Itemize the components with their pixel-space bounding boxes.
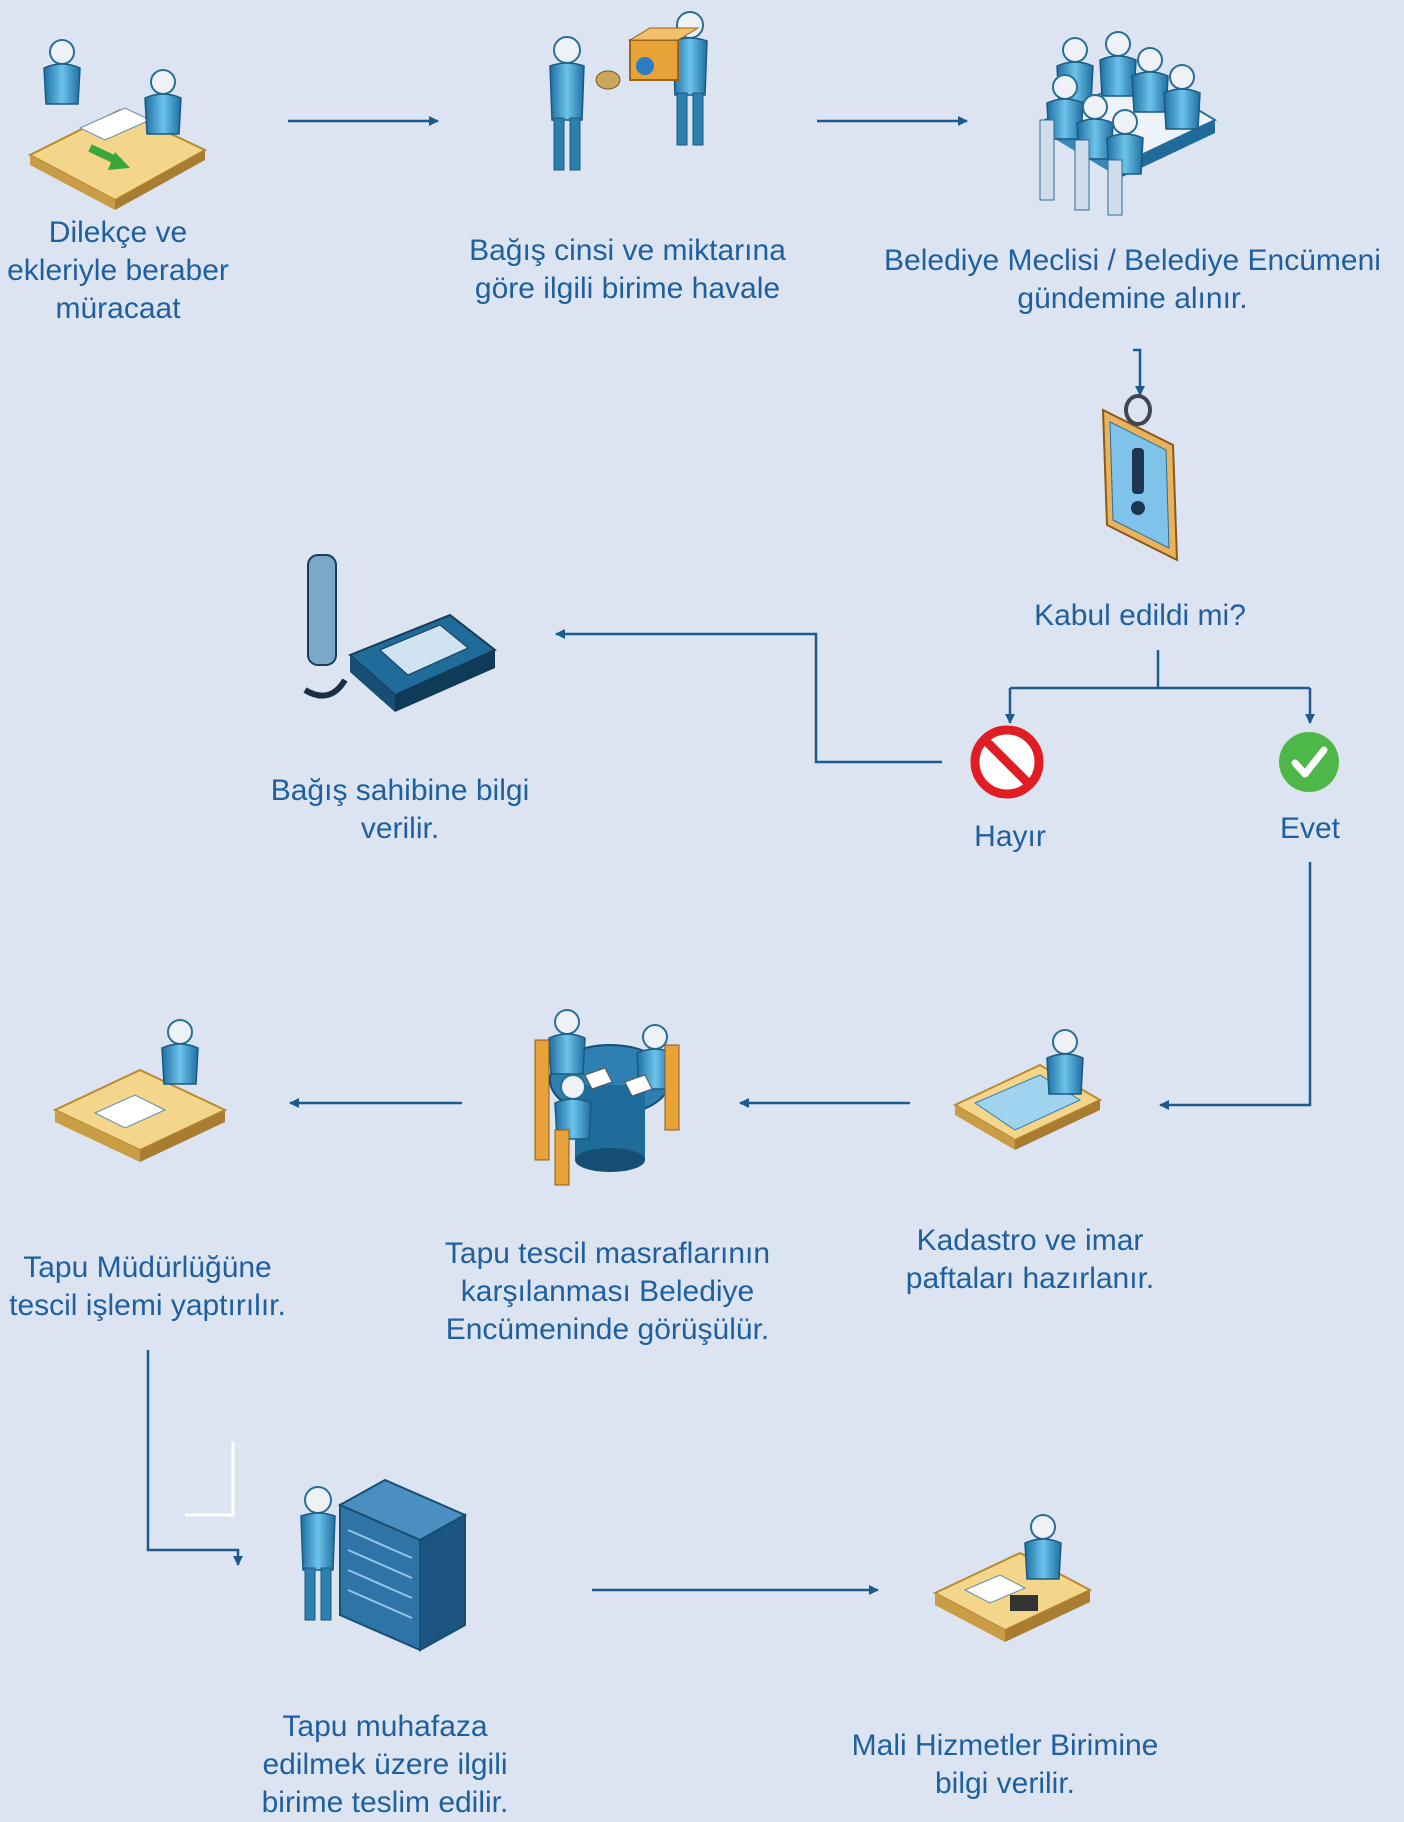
step-archive-label: Tapu muhafaza edilmek üzere ilgili birim… [261, 1710, 509, 1819]
arrow-yes-to-cadastre [1159, 862, 1312, 1110]
step-finance-label: Mali Hizmetler Birimine bilgi verilir. [851, 1729, 1159, 1800]
step-registry-label: Tapu Müdürlüğüne tescil işlemi yaptırılı… [9, 1251, 286, 1322]
server-rack-icon [300, 1478, 468, 1652]
decision-label: Kabul edildi mi? [1034, 599, 1246, 632]
arrow-registry-to-archive [146, 1350, 243, 1566]
clipboard-exclamation-icon [1101, 394, 1179, 562]
step-council-label: Tapu tescil masraflarının karşılanması B… [444, 1237, 771, 1346]
blueprint-desk-icon [952, 1029, 1103, 1150]
step-inform-donor-label: Bağış sahibine bilgi verilir. [270, 774, 530, 845]
telephone-icon [303, 554, 497, 712]
writing-desk-icon [52, 1019, 228, 1162]
step-application-label: Dilekçe ve ekleriyle beraber müracaat [7, 216, 229, 325]
people-exchange-icon [549, 11, 708, 171]
checkmark-icon [1279, 732, 1339, 792]
arrow-no-to-inform [555, 629, 942, 764]
yes-label: Evet [1279, 812, 1341, 845]
office-desk-icon [932, 1514, 1093, 1642]
prohibited-icon [970, 725, 1044, 799]
handover-document-icon [27, 39, 208, 210]
branch-connector [1010, 650, 1310, 690]
arrow-3-to-decision [1133, 348, 1145, 396]
meeting-table-icon [1039, 31, 1218, 216]
step-agenda-label: Belediye Meclisi / Belediye Encümeni gün… [884, 244, 1381, 315]
step-forward-label: Bağış cinsi ve miktarına göre ilgili bir… [469, 234, 786, 305]
step-cadastre-label: Kadastro ve imar paftaları hazırlanır. [905, 1224, 1155, 1295]
no-label: Hayır [974, 820, 1046, 853]
round-table-meeting-icon [534, 1009, 680, 1186]
decorative-bracket [185, 1442, 235, 1517]
